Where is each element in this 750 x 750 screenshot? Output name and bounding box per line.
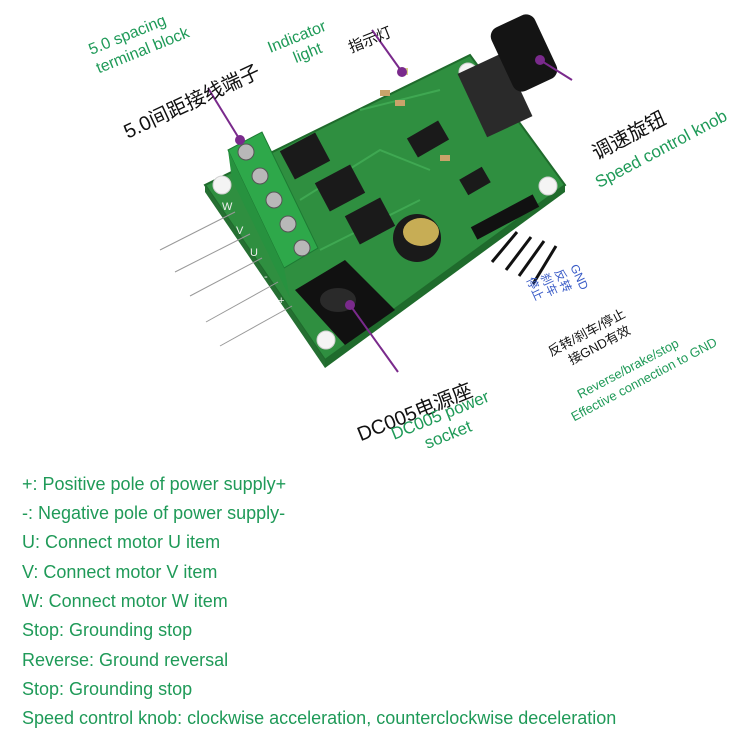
pcb-edge bbox=[325, 185, 565, 368]
pointer-indicator bbox=[371, 29, 403, 73]
control-pin bbox=[504, 236, 533, 271]
legend-item: Reverse: Ground reversal bbox=[22, 650, 229, 670]
legend-item: U: Connect motor U item bbox=[22, 532, 221, 552]
control-pin bbox=[531, 245, 558, 285]
potentiometer-body bbox=[457, 52, 533, 138]
terminal-screw bbox=[251, 167, 269, 185]
control-pin-header bbox=[470, 194, 540, 240]
pin-leader-line bbox=[159, 211, 236, 251]
legend-item: +: Positive pole of power supply+ bbox=[22, 474, 287, 494]
pin-leader-line bbox=[189, 257, 263, 297]
terminal-screw bbox=[279, 215, 297, 233]
ic-chip bbox=[406, 120, 450, 158]
mosfet-chip bbox=[279, 132, 331, 180]
pointer-terminal bbox=[207, 87, 241, 141]
screw-label-v: V bbox=[236, 225, 244, 237]
legend-item: Speed control knob: clockwise accelerati… bbox=[22, 708, 617, 728]
screw-label-w: W bbox=[222, 201, 233, 213]
mosfet-chip bbox=[314, 164, 366, 212]
mount-hole bbox=[538, 176, 558, 196]
pin-leader-line bbox=[219, 305, 293, 347]
terminal-screw bbox=[265, 191, 283, 209]
pin-leader-line bbox=[174, 233, 251, 273]
legend-item: W: Connect motor W item bbox=[22, 591, 228, 611]
pointer-socket bbox=[349, 304, 399, 373]
legend-item: Stop: Grounding stop bbox=[22, 620, 193, 640]
mount-hole bbox=[316, 330, 336, 350]
terminal-screw bbox=[237, 143, 255, 161]
screw-label-u: U bbox=[250, 247, 258, 259]
smd-component bbox=[380, 90, 390, 96]
mount-hole bbox=[212, 175, 232, 195]
control-pin bbox=[517, 240, 546, 277]
control-pin bbox=[490, 231, 519, 263]
pointer-knob bbox=[539, 59, 573, 81]
screw-label-plus: + bbox=[278, 295, 284, 307]
legend-item: V: Connect motor V item bbox=[22, 562, 218, 582]
smd-component bbox=[440, 155, 450, 161]
smd-chip bbox=[459, 166, 491, 196]
pin-leader-line bbox=[205, 281, 279, 323]
motor-controller-board: W V U - + bbox=[159, 14, 573, 373]
smd-component bbox=[395, 100, 405, 106]
terminal-screw bbox=[293, 239, 311, 257]
legend-item: -: Negative pole of power supply- bbox=[22, 503, 286, 523]
mosfet-chip bbox=[344, 197, 396, 245]
speed-control-knob-icon bbox=[490, 14, 558, 92]
screw-label-minus: - bbox=[264, 271, 268, 283]
legend-item: Stop: Grounding stop bbox=[22, 679, 193, 699]
